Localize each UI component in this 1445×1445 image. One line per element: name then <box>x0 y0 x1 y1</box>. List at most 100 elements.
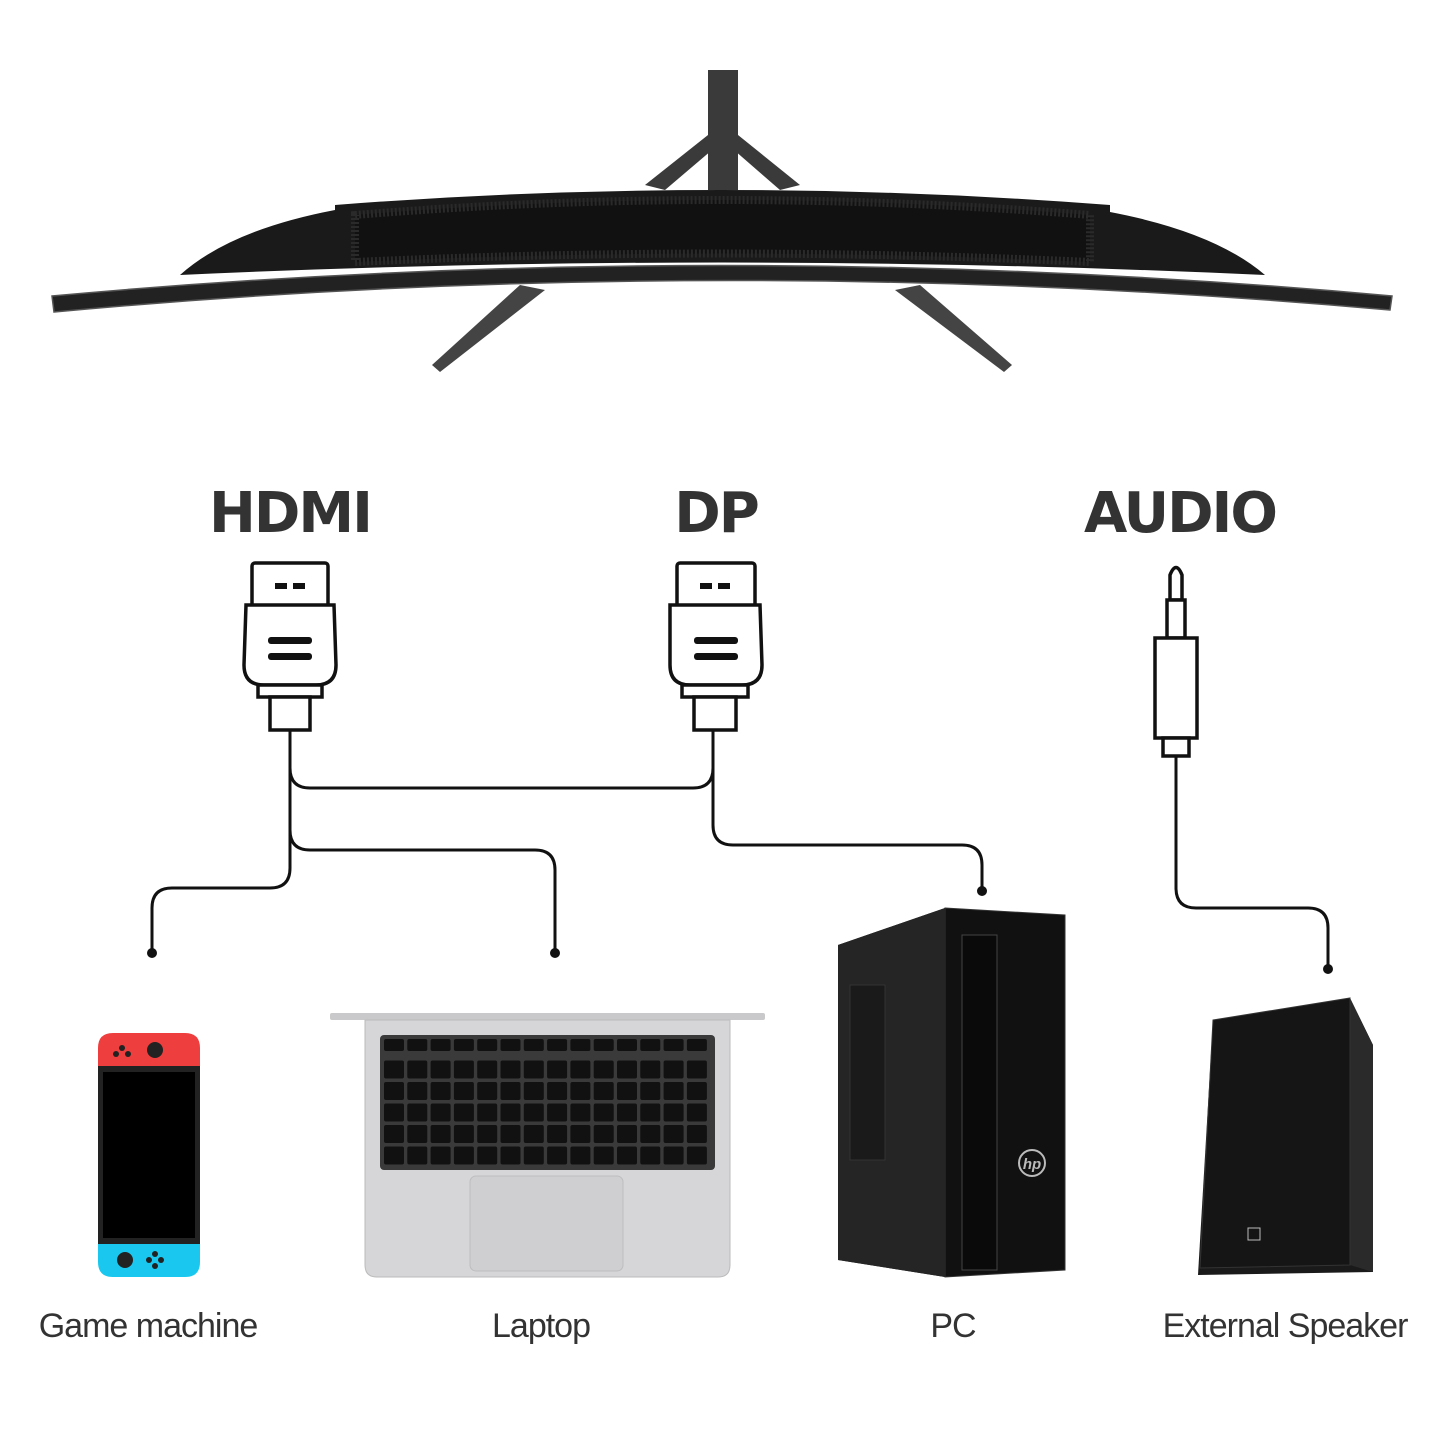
laptop-key <box>477 1060 498 1079</box>
displayport-connector-icon <box>668 561 764 732</box>
wires <box>147 730 1333 974</box>
laptop-key <box>523 1060 544 1079</box>
laptop-label: Laptop <box>492 1307 590 1345</box>
laptop-key <box>477 1146 498 1165</box>
laptop-key <box>663 1103 684 1122</box>
laptop-key <box>477 1103 498 1122</box>
laptop-key <box>640 1060 661 1079</box>
laptop-key <box>384 1039 404 1051</box>
laptop-key <box>407 1103 428 1122</box>
laptop-key <box>617 1146 637 1165</box>
laptop-key <box>384 1146 404 1165</box>
laptop-key <box>384 1103 404 1122</box>
laptop-key <box>453 1082 474 1100</box>
laptop-key <box>663 1125 684 1143</box>
laptop-key <box>570 1039 591 1051</box>
laptop-key <box>570 1103 591 1122</box>
laptop-key <box>593 1039 614 1051</box>
laptop-key <box>686 1125 707 1143</box>
laptop-key <box>523 1039 544 1051</box>
laptop-key <box>547 1060 568 1079</box>
laptop-key <box>384 1125 404 1143</box>
laptop-key <box>523 1082 544 1100</box>
pc-label: PC <box>930 1307 976 1345</box>
laptop-key <box>640 1103 661 1122</box>
laptop-key <box>477 1039 498 1051</box>
laptop-key <box>547 1125 568 1143</box>
laptop-key <box>593 1082 614 1100</box>
laptop-key <box>384 1082 404 1100</box>
laptop-key <box>523 1146 544 1165</box>
speaker-image <box>1198 997 1373 1275</box>
speaker-label: External Speaker <box>1163 1307 1408 1345</box>
laptop-key <box>453 1060 474 1079</box>
laptop-key <box>570 1125 591 1143</box>
laptop-key <box>523 1103 544 1122</box>
laptop-key <box>663 1082 684 1100</box>
laptop-key <box>593 1125 614 1143</box>
game-machine-image <box>98 1033 200 1277</box>
dp-label: DP <box>674 481 758 546</box>
laptop-key <box>663 1039 684 1051</box>
laptop-key <box>640 1125 661 1143</box>
laptop-key <box>686 1039 707 1051</box>
hdmi-connector-icon <box>242 561 338 732</box>
laptop-key <box>477 1125 498 1143</box>
game-machine-label: Game machine <box>39 1307 258 1345</box>
laptop-key <box>477 1082 498 1100</box>
laptop-key <box>686 1082 707 1100</box>
laptop-key <box>453 1103 474 1122</box>
laptop-key <box>430 1060 451 1079</box>
svg-text:hp: hp <box>1023 1156 1041 1173</box>
pc-tower-image: hp <box>838 907 1066 1278</box>
laptop-key <box>686 1060 707 1079</box>
audio-jack-icon <box>1153 565 1199 758</box>
laptop-key <box>663 1146 684 1165</box>
laptop-key <box>407 1146 428 1165</box>
laptop-key <box>570 1082 591 1100</box>
laptop-key <box>547 1082 568 1100</box>
curved-monitor-top-view <box>51 70 1393 372</box>
laptop-key <box>570 1146 591 1165</box>
laptop-key <box>640 1039 661 1051</box>
laptop-key <box>500 1146 521 1165</box>
laptop-key <box>686 1146 707 1165</box>
laptop-key <box>663 1060 684 1079</box>
laptop-key <box>430 1103 451 1122</box>
laptop-key <box>617 1039 637 1051</box>
laptop-key <box>640 1146 661 1165</box>
laptop-key <box>430 1039 451 1051</box>
laptop-key <box>570 1060 591 1079</box>
laptop-key <box>547 1039 568 1051</box>
laptop-key <box>384 1060 404 1079</box>
laptop-key <box>430 1146 451 1165</box>
laptop-key <box>500 1082 521 1100</box>
laptop-key <box>523 1125 544 1143</box>
laptop-key <box>453 1125 474 1143</box>
laptop-key <box>500 1103 521 1122</box>
laptop-key <box>500 1125 521 1143</box>
laptop-key <box>407 1060 428 1079</box>
laptop-key <box>407 1125 428 1143</box>
laptop-key <box>593 1103 614 1122</box>
laptop-key <box>430 1082 451 1100</box>
laptop-key <box>453 1146 474 1165</box>
laptop-image <box>330 1013 765 1278</box>
audio-label: AUDIO <box>1084 481 1276 546</box>
laptop-key <box>617 1082 637 1100</box>
laptop-key <box>617 1103 637 1122</box>
laptop-key <box>500 1060 521 1079</box>
laptop-key <box>617 1060 637 1079</box>
laptop-key <box>407 1082 428 1100</box>
laptop-key <box>686 1103 707 1122</box>
hdmi-label: HDMI <box>209 481 371 546</box>
laptop-key <box>430 1125 451 1143</box>
laptop-key <box>500 1039 521 1051</box>
laptop-key <box>617 1125 637 1143</box>
laptop-key <box>547 1146 568 1165</box>
laptop-key <box>593 1060 614 1079</box>
laptop-key <box>547 1103 568 1122</box>
laptop-key <box>593 1146 614 1165</box>
laptop-key <box>453 1039 474 1051</box>
